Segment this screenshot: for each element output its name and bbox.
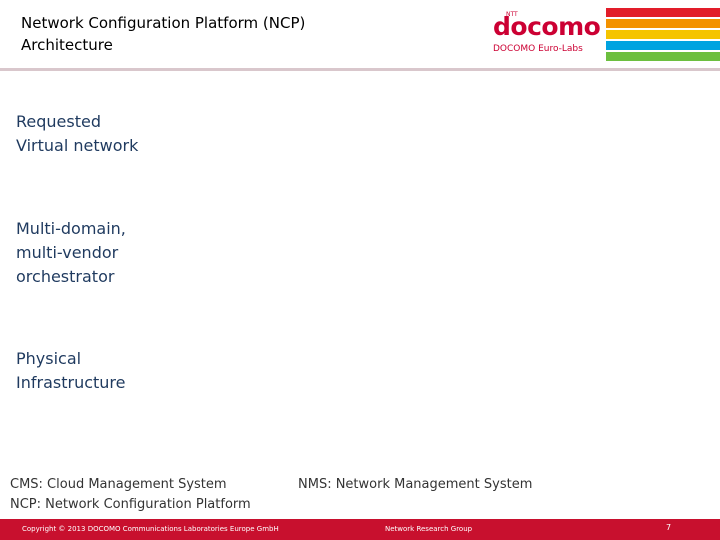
layer-label-requested: Requested Virtual network xyxy=(16,110,138,158)
logo-stripe-green xyxy=(554,52,720,61)
legend-cms: CMS: Cloud Management System xyxy=(10,477,227,492)
slide-title: Network Configuration Platform (NCP) Arc… xyxy=(21,12,305,56)
logo-stripe-yellow xyxy=(554,30,720,39)
logo-stripes xyxy=(554,8,720,64)
logo-stripe-red xyxy=(554,8,720,17)
layer-text: Multi-domain, xyxy=(16,219,126,238)
layer-text: multi-vendor xyxy=(16,243,119,262)
legend-abbreviations-right: NMS: Network Management System xyxy=(298,475,532,495)
layer-text: Physical xyxy=(16,349,82,368)
logo-ntt: NTT xyxy=(506,11,518,18)
logo-mark-bg xyxy=(486,8,606,64)
title-line-1: Network Configuration Platform (NCP) xyxy=(21,14,306,32)
docomo-logo: NTT docomo DOCOMO Euro-Labs xyxy=(472,8,720,64)
layer-text: Requested xyxy=(16,112,101,131)
legend-nms: NMS: Network Management System xyxy=(298,477,533,492)
footer-bar: Copyright © 2013 DOCOMO Communications L… xyxy=(0,519,720,540)
header-divider xyxy=(0,68,720,71)
layer-text: Infrastructure xyxy=(16,373,126,392)
legend-ncp: NCP: Network Configuration Platform xyxy=(10,497,251,512)
layer-text: orchestrator xyxy=(16,267,115,286)
logo-stripe-blue xyxy=(554,41,720,50)
title-line-2: Architecture xyxy=(21,36,113,54)
layer-label-orchestrator: Multi-domain, multi-vendor orchestrator xyxy=(16,217,126,289)
logo-wordmark: docomo xyxy=(493,12,601,41)
footer-copyright: Copyright © 2013 DOCOMO Communications L… xyxy=(22,525,279,533)
footer-group: Network Research Group xyxy=(385,525,473,533)
logo-subtitle: DOCOMO Euro-Labs xyxy=(493,44,583,54)
logo-stripe-orange xyxy=(554,19,720,28)
page-number: 7 xyxy=(666,523,672,532)
layer-label-physical: Physical Infrastructure xyxy=(16,347,125,395)
legend-abbreviations-left: CMS: Cloud Management System NCP: Networ… xyxy=(10,475,251,515)
layer-text: Virtual network xyxy=(16,136,139,155)
